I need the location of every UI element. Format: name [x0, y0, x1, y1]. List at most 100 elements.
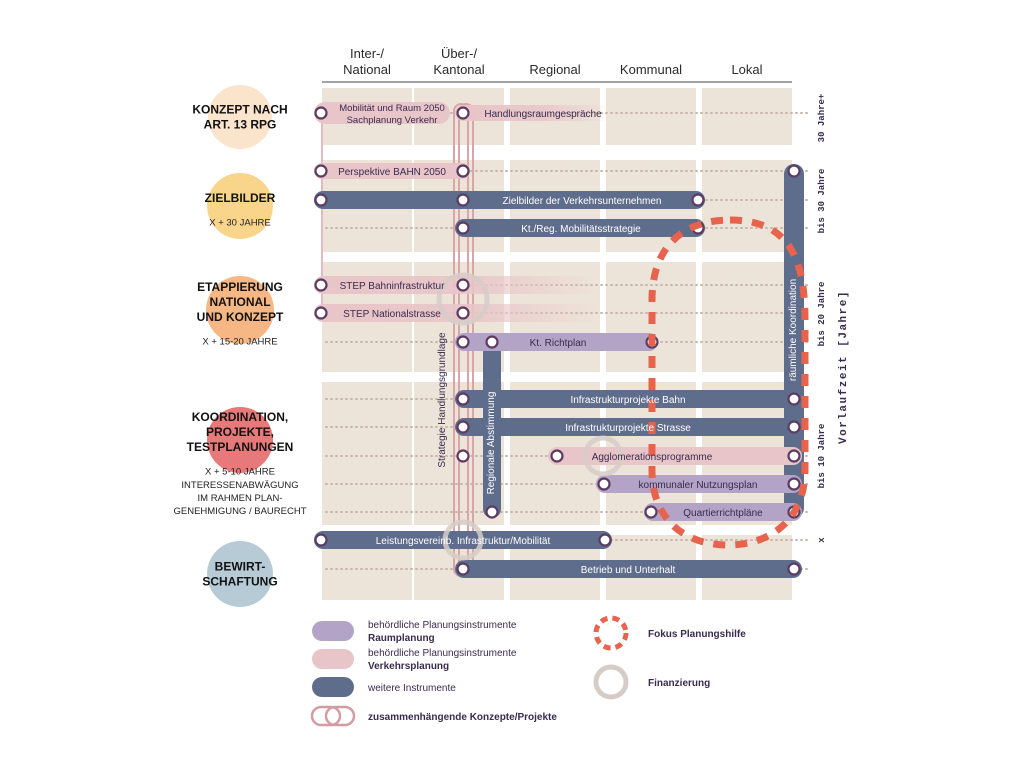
time-label: bis 30 Jahre [817, 169, 827, 234]
legend-swatch-verkehr [312, 649, 354, 669]
phase-sub-etappierung: X + 15-20 JAHRE [202, 337, 277, 348]
bar-1 [455, 105, 610, 121]
bar-node [456, 106, 470, 120]
legend-text: zusammenhängende Konzepte/Projekte [368, 712, 557, 723]
vbar-label-0: Strategie Handlungsgrundlage [437, 332, 448, 468]
bar-node [644, 505, 658, 519]
bar-node [314, 164, 328, 178]
legend-text: behördliche Planungsinstrumente [368, 620, 517, 631]
bar-node [787, 449, 801, 463]
bar-node [787, 420, 801, 434]
phase-circle-koordination [207, 407, 273, 473]
bar-14 [455, 560, 802, 578]
phase-circle-zielbilder [207, 173, 273, 239]
time-label: 30 Jahre+ [817, 94, 827, 143]
column-header-4: Lokal [731, 62, 762, 77]
bar-label-3: Zielbilder der Verkehrsunternehmen [503, 196, 662, 207]
bar-node [456, 420, 470, 434]
bar-node [456, 193, 470, 207]
bar-4 [455, 219, 705, 237]
bar-label-10: Agglomerationsprogramme [592, 452, 713, 463]
bar-label-5: STEP Bahninfrastruktur [340, 281, 446, 292]
bar-node [456, 164, 470, 178]
bar-node [485, 505, 499, 519]
legend-swatch-linked-b [324, 705, 356, 727]
bar-0 [314, 102, 450, 124]
axis-title: Vorlaufzeit [Jahre] [838, 290, 850, 444]
bar-node [787, 164, 801, 178]
bar-label-9: Infrastrukturprojekte Strasse [565, 423, 691, 434]
finanzierung-ring [582, 435, 624, 477]
bar-9 [455, 418, 802, 436]
bar-node [456, 335, 470, 349]
bar-2 [314, 163, 470, 179]
bar-node [550, 449, 564, 463]
phase-title-koordination: KOORDINATION,PROJEKTE,TESTPLANUNGEN [187, 410, 294, 454]
legend-swatch-finanz [593, 664, 629, 700]
bar-node [485, 335, 499, 349]
bar-12 [644, 503, 802, 521]
bar-node [456, 562, 470, 576]
phase-circle-konzept [208, 85, 272, 149]
vbar-label-2: räumliche Koordination [788, 279, 799, 381]
bar-11 [596, 475, 802, 493]
bar-label-4: Kt./Reg. Mobilitätsstrategie [521, 224, 641, 235]
fokus-planungshilfe-loop [648, 216, 809, 549]
bar-node [597, 477, 611, 491]
bar-label-7: Kt. Richtplan [530, 338, 587, 349]
bar-13 [314, 531, 612, 549]
bar-node [314, 278, 328, 292]
legend-swatch-raum [312, 621, 354, 641]
phase-circle-etappierung [206, 276, 274, 344]
bg-cell [702, 262, 792, 372]
column-header-0: Inter-/National [343, 46, 391, 77]
legend-swatch-focus [593, 615, 629, 651]
bg-cell [606, 88, 696, 145]
legend-text-strong: Raumplanung [368, 633, 435, 644]
phase-circle-bewirtschaftung [207, 541, 273, 607]
column-header-3: Kommunal [620, 62, 682, 77]
phase-sub-zielbilder: X + 30 JAHRE [209, 218, 271, 229]
bar-label-1: Handlungsraumgespräche [484, 109, 602, 120]
bar-node [787, 392, 801, 406]
bar-node [787, 562, 801, 576]
legend-text: behördliche Planungsinstrumente [368, 648, 517, 659]
bg-cell [322, 382, 412, 525]
finanzierung-ring [442, 519, 484, 561]
bar-label-8: Infrastrukturprojekte Bahn [570, 395, 685, 406]
bar-label-12: Quartierrichtpläne [683, 508, 763, 519]
time-label: x [817, 537, 827, 543]
vbar-label-1: Regionale Abstimmung [486, 392, 497, 495]
bar-node [314, 306, 328, 320]
finanzierung-ring [436, 272, 490, 326]
bar-node [314, 193, 328, 207]
phase-sub-koordination: X + 5-10 JAHRE [205, 467, 275, 478]
bar-7 [455, 333, 658, 351]
time-label: bis 20 Jahre [817, 282, 827, 347]
bar-label-14: Betrieb und Unterhalt [581, 565, 676, 576]
bar-node [456, 449, 470, 463]
legend-text: weitere Instrumente [367, 683, 456, 694]
bar-label-6: STEP Nationalstrasse [343, 309, 441, 320]
column-header-1: Über-/Kantonal [433, 46, 484, 77]
column-header-2: Regional [529, 62, 580, 77]
legend-text-focus: Fokus Planungshilfe [648, 629, 746, 640]
bar-10 [548, 447, 802, 465]
bar-node [314, 533, 328, 547]
phase-title-bewirtschaftung: BEWIRT-SCHAFTUNG [202, 560, 277, 589]
bg-cell [702, 88, 792, 145]
bar-3 [314, 191, 705, 209]
bar-node [598, 533, 612, 547]
time-label: bis 10 Jahre [817, 424, 827, 489]
legend-text-strong: Verkehrsplanung [368, 661, 449, 672]
bar-label-2: Perspektive BAHN 2050 [338, 167, 446, 178]
legend-swatch-linked-a [310, 705, 342, 727]
bar-node [456, 392, 470, 406]
legend-swatch-weitere [312, 677, 354, 697]
bar-node [691, 193, 705, 207]
phase-title-zielbilder: ZIELBILDER [205, 191, 276, 205]
